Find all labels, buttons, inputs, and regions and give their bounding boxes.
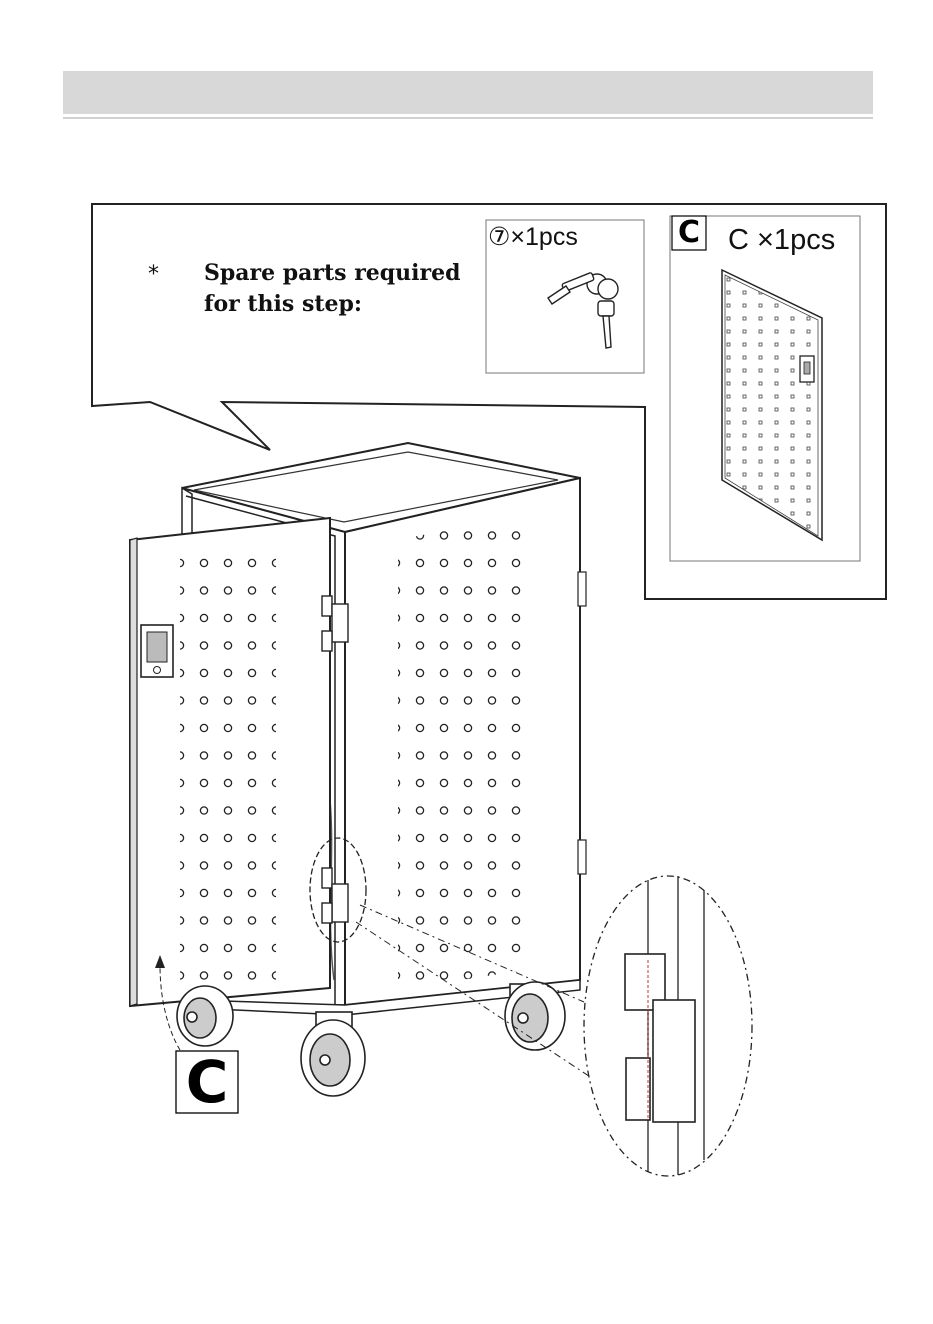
callout-star: *	[148, 262, 159, 287]
callout-text: Spare parts required for this step:	[204, 258, 464, 320]
door-lock-icon	[141, 625, 173, 677]
main-part-badge: C	[176, 1051, 238, 1113]
door-quantity-label: C ×1pcs	[728, 224, 835, 257]
hinge-detail-view	[584, 876, 752, 1176]
caster-rear-right	[505, 982, 565, 1050]
caster-front-left	[177, 986, 233, 1046]
door-part-badge: C	[672, 216, 706, 250]
caster-front-center	[301, 1012, 365, 1096]
key-quantity-label: ⑦×1pcs	[488, 222, 578, 252]
